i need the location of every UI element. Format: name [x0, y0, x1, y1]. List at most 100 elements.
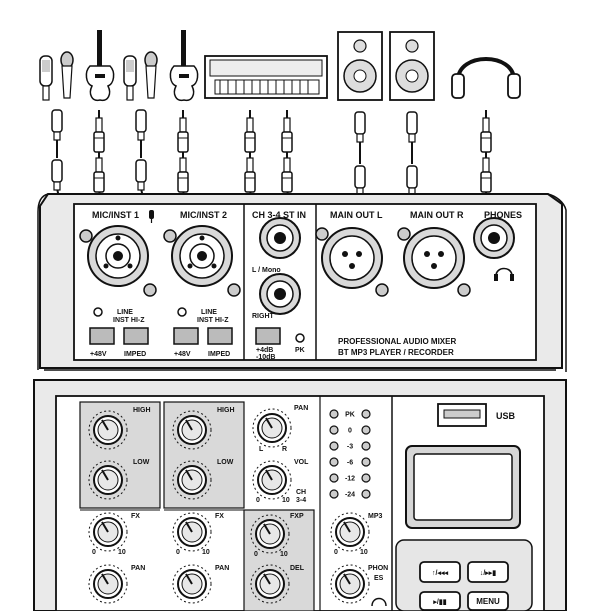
next-button-label: ↓/▸▸▮ — [480, 570, 496, 577]
phones-jack[interactable] — [473, 217, 515, 259]
meter-row: -12 — [329, 473, 371, 483]
imped-2-label: IMPED — [208, 351, 230, 358]
screw-icon — [143, 283, 157, 297]
keyboard-icon — [204, 55, 328, 99]
phantom-2-switch[interactable] — [173, 327, 199, 345]
meter-led — [329, 409, 339, 419]
main-out-l-jack[interactable] — [321, 227, 383, 289]
screw-icon — [375, 283, 389, 297]
usb-port[interactable] — [437, 403, 487, 427]
jack-plug — [244, 117, 256, 153]
del-label: DEL — [290, 565, 305, 572]
pk-label: PK — [295, 347, 305, 354]
combo-jack-2[interactable] — [171, 225, 233, 287]
st-in-left-jack[interactable] — [259, 217, 301, 259]
screw-icon — [163, 229, 177, 243]
play-pause-button[interactable]: ▸/▮▮ — [419, 591, 461, 611]
pk-led — [295, 333, 305, 343]
main-out-l-label: MAIN OUT L — [330, 210, 383, 220]
scale-min: 0 — [256, 497, 260, 504]
meter-label: -12 — [345, 476, 355, 483]
meter-row: -3 — [329, 441, 371, 451]
imped-1-label: IMPED — [124, 351, 146, 358]
screw-icon — [315, 227, 329, 241]
meter-row: -24 — [329, 489, 371, 499]
phones-label: PHONES — [484, 210, 522, 220]
fx-send-label: FX — [290, 513, 299, 520]
headphones-icon — [451, 57, 521, 99]
meter-led — [329, 425, 339, 435]
scale-max: 10 — [282, 497, 290, 504]
guitar-icon — [169, 30, 199, 102]
microphone-icon — [144, 51, 158, 99]
microphone-icon — [60, 51, 74, 99]
vol-label: VOL — [294, 459, 309, 466]
gain-plus-label: +4dB — [256, 347, 273, 354]
meter-led — [361, 473, 371, 483]
jack-plug — [281, 157, 293, 193]
screw-icon — [79, 229, 93, 243]
scale-max: 10 — [360, 549, 368, 556]
phones-label-2: ES — [374, 575, 384, 582]
meter-led — [329, 489, 339, 499]
scale-max: 10 — [118, 549, 126, 556]
next-button[interactable]: ↓/▸▸▮ — [467, 561, 509, 583]
jack-plug — [93, 157, 105, 193]
screw-icon — [227, 283, 241, 297]
xlr-plug — [354, 111, 366, 143]
prev-button-label: ↑/◂◂◂ — [432, 570, 448, 577]
microphone-icon — [39, 55, 53, 101]
jack-plug — [177, 117, 189, 153]
ch-label: CH — [296, 489, 306, 496]
imped-2-switch[interactable] — [207, 327, 233, 345]
meter-led — [361, 425, 371, 435]
phantom-1-label: +48V — [90, 351, 107, 358]
line-label: LINE — [117, 309, 133, 316]
pan-label: PAN — [215, 565, 229, 572]
inst-hiz-label: INST HI-Z — [113, 317, 145, 324]
low-label: LOW — [217, 459, 234, 466]
imped-1-switch[interactable] — [123, 327, 149, 345]
ch34-st-in-label: CH 3-4 ST IN — [252, 210, 306, 220]
mic-inst-2-label: MIC/INST 2 — [180, 210, 227, 220]
jack-plug — [177, 157, 189, 193]
xlr-plug — [406, 165, 418, 197]
scale-min: 0 — [92, 549, 96, 556]
meter-label: -6 — [347, 460, 353, 467]
menu-button[interactable]: MENU — [467, 591, 509, 611]
pan-label: PAN — [131, 565, 145, 572]
jack-plug — [244, 157, 256, 193]
microphone-icon — [123, 55, 137, 101]
branding-line-2: BT MP3 PLAYER / RECORDER — [338, 348, 454, 357]
phantom-1-switch[interactable] — [89, 327, 115, 345]
xlr-plug — [51, 109, 63, 141]
meter-row: 0 — [329, 425, 371, 435]
xlr-plug — [135, 109, 147, 141]
high-label: HIGH — [217, 407, 235, 414]
meter-label: -3 — [347, 444, 353, 451]
scale-min: 0 — [254, 551, 258, 558]
level-meter: PK 0 -3 -6 -12 -24 — [329, 409, 371, 499]
meter-led — [329, 457, 339, 467]
gain-minus-label: -10dB — [256, 354, 275, 361]
meter-label: PK — [345, 412, 355, 419]
meter-led — [361, 441, 371, 451]
high-label: HIGH — [133, 407, 151, 414]
prev-button[interactable]: ↑/◂◂◂ — [419, 561, 461, 583]
mp3-label: MP3 — [368, 513, 383, 520]
lcd-display — [405, 445, 521, 529]
led-indicator — [177, 307, 187, 317]
jack-plug — [480, 157, 492, 193]
combo-jack-1[interactable] — [87, 225, 149, 287]
xlr-plug — [51, 159, 63, 191]
guitar-icon — [85, 30, 115, 102]
scale-max: 10 — [202, 549, 210, 556]
st-in-right-jack[interactable] — [259, 273, 301, 315]
main-out-r-jack[interactable] — [403, 227, 465, 289]
meter-led — [329, 473, 339, 483]
scale-left: L — [259, 446, 264, 453]
level-switch[interactable] — [255, 327, 281, 345]
meter-led — [329, 441, 339, 451]
pan-label: PAN — [294, 405, 308, 412]
